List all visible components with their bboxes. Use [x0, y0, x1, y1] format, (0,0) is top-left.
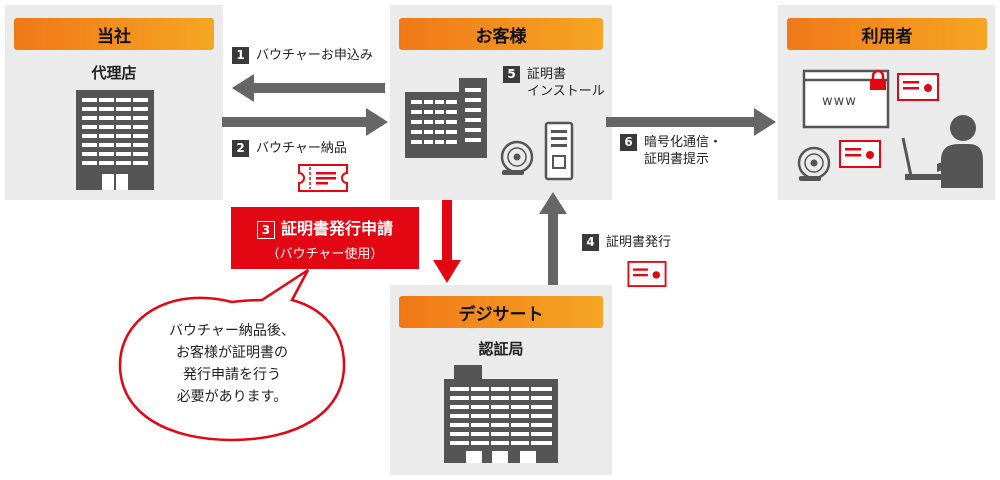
bubble-line-2: お客様が証明書の — [176, 345, 288, 361]
step-3-box: 3 証明書発行申請 （バウチャー使用） — [231, 207, 419, 269]
server-icon — [544, 121, 574, 181]
voucher-ticket-icon — [298, 164, 348, 192]
certificate-icon — [627, 261, 667, 287]
step-6-label: 6 暗号化通信・ 証明書提示 — [620, 134, 722, 168]
step-3-number: 3 — [256, 220, 275, 239]
step-6-text-line1: 暗号化通信・ — [644, 135, 723, 150]
step-1-label: 1 バウチャーお申込み — [232, 47, 373, 64]
bubble-line-1: バウチャー納品後、 — [169, 323, 295, 339]
cd-icon — [500, 140, 534, 175]
digicert-subtitle: 認証局 — [478, 340, 524, 358]
bubble-line-3: 発行申請を行う — [183, 367, 281, 383]
browser-url-text: www — [822, 94, 857, 109]
step-1-number: 1 — [232, 47, 249, 64]
step-4-text: 証明書発行 — [606, 235, 672, 250]
digicert-building-icon — [444, 365, 558, 463]
step-4-number: 4 — [582, 234, 599, 251]
company-header: 当社 — [14, 18, 214, 50]
customer-building-icon — [405, 78, 487, 158]
person-laptop-icon — [901, 115, 983, 188]
step-5-text-line2: インストール — [527, 84, 605, 99]
certificate-icon — [897, 73, 939, 101]
step-5-text-line1: 証明書 — [527, 67, 567, 82]
step-3-subtext: （バウチャー使用） — [266, 247, 384, 262]
cd-icon — [797, 146, 831, 181]
lock-icon — [870, 69, 886, 90]
bubble-text: バウチャー納品後、 お客様が証明書の 発行申請を行う 必要があります。 — [132, 320, 332, 408]
step-6-text-line2: 証明書提示 — [644, 152, 710, 167]
agency-building-icon — [76, 90, 154, 190]
customer-header: お客様 — [399, 18, 603, 50]
step-5-label: 5 証明書 インストール — [503, 66, 605, 100]
company-subtitle: 代理店 — [91, 64, 137, 82]
step-5-number: 5 — [503, 66, 520, 83]
step-2-number: 2 — [232, 140, 249, 157]
step-3-text: 証明書発行申請 — [280, 219, 393, 238]
step-4-label: 4 証明書発行 — [582, 234, 671, 251]
step-2-label: 2 バウチャー納品 — [232, 140, 347, 157]
certificate-icon — [839, 140, 881, 168]
digicert-header: デジサート — [399, 296, 603, 328]
step-6-number: 6 — [620, 134, 637, 151]
step-2-text: バウチャー納品 — [256, 141, 347, 156]
step-1-text: バウチャーお申込み — [256, 48, 373, 63]
bubble-line-4: 必要があります。 — [176, 389, 288, 405]
user-header: 利用者 — [787, 18, 987, 50]
